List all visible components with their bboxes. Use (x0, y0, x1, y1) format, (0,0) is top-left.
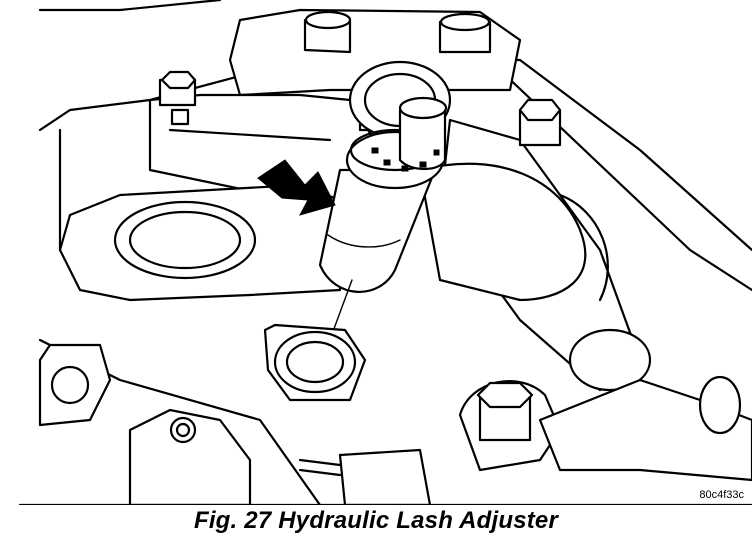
upper-camshaft-cap (228, 8, 522, 97)
rocker-arm-left (148, 70, 382, 202)
arrow-icon (257, 159, 336, 216)
lower-left-casting (38, 343, 252, 505)
figure-reference-code: 80c4f33c (699, 489, 744, 501)
figure-caption: Fig. 27 Hydraulic Lash Adjuster (193, 507, 559, 534)
sensor-connector (298, 448, 432, 505)
hydraulic-lash-adjuster (318, 96, 448, 293)
camshaft-lobe-left (58, 183, 342, 302)
engine-illustration (18, 0, 752, 505)
lifter-bore (263, 323, 367, 402)
camshaft-right (418, 118, 652, 392)
lower-right-bolt (458, 375, 752, 482)
